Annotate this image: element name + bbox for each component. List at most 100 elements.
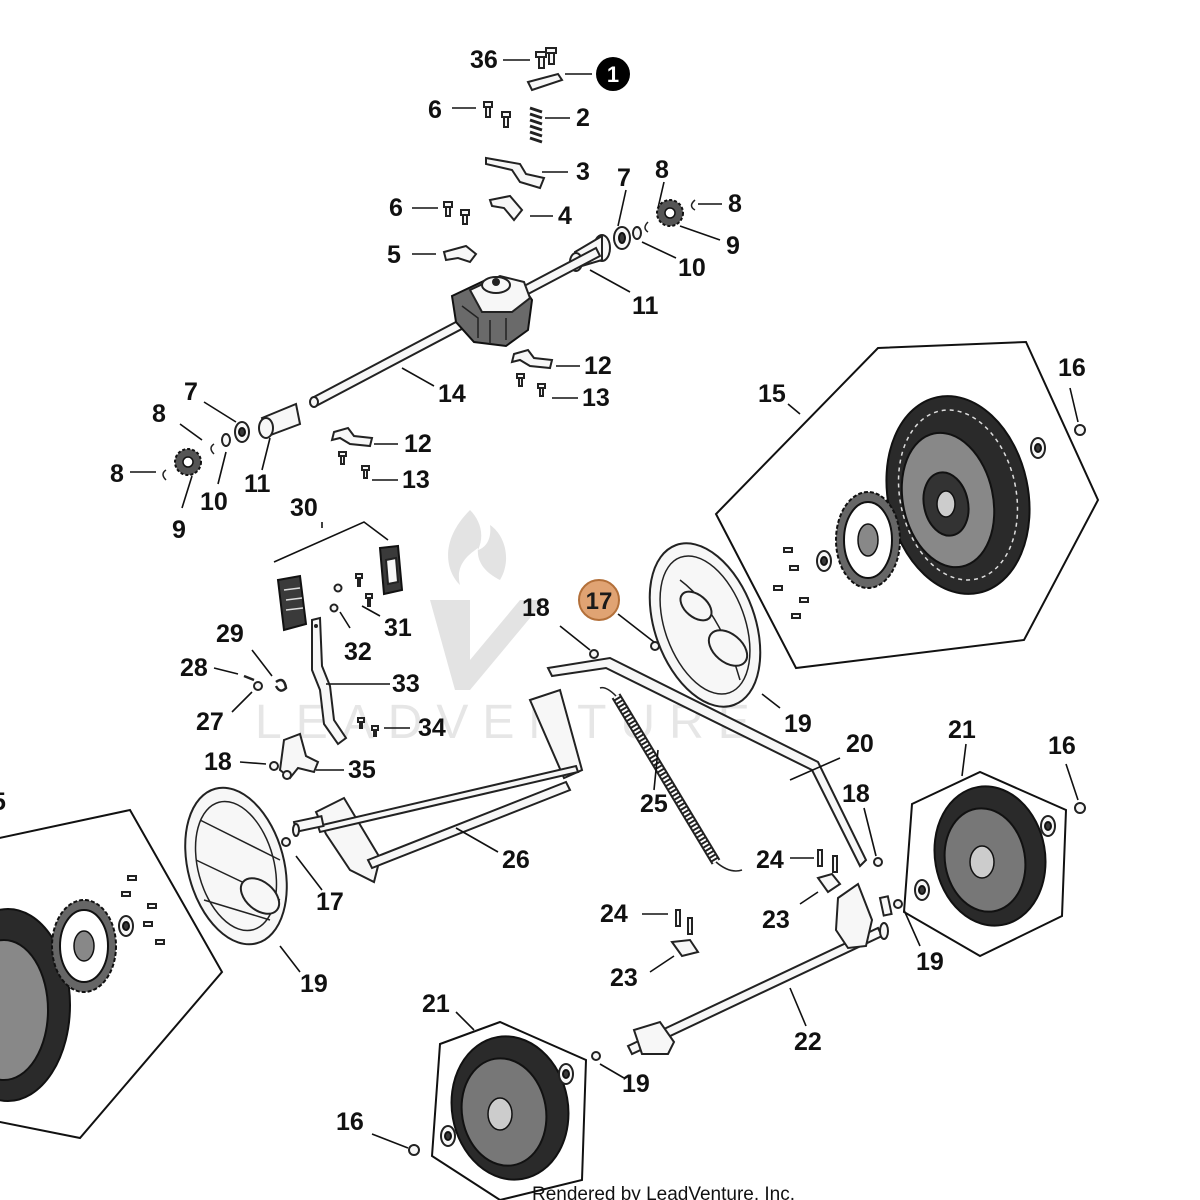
callout-11[interactable]: 11 [632, 292, 659, 320]
callout-27[interactable]: 27 [196, 708, 224, 736]
callout-12[interactable]: 12 [404, 430, 432, 458]
callout-8[interactable]: 8 [152, 400, 166, 428]
note-marker-label: 1 [607, 62, 619, 87]
callout-30[interactable]: 30 [290, 494, 318, 522]
callout-9[interactable]: 9 [726, 232, 740, 260]
screw-icon [535, 47, 557, 69]
highlighted-callout-17[interactable]: 17 [578, 579, 620, 621]
screw-icon [516, 373, 525, 387]
callout-2[interactable]: 2 [576, 104, 590, 132]
callout-14[interactable]: 14 [438, 380, 466, 408]
callout-6[interactable]: 6 [428, 96, 442, 124]
note-marker[interactable]: 1 [596, 57, 630, 91]
washer-icon [221, 433, 231, 447]
callout-33[interactable]: 33 [392, 670, 420, 698]
callout-18[interactable]: 18 [842, 780, 870, 808]
bearing-icon [234, 421, 250, 443]
callout-16[interactable]: 16 [1048, 732, 1076, 760]
callout-25[interactable]: 25 [640, 790, 668, 818]
washer-icon [281, 837, 291, 847]
callout-5[interactable]: 5 [387, 241, 401, 269]
callout-10[interactable]: 10 [678, 254, 706, 282]
callout-17[interactable]: 17 [316, 888, 344, 916]
screw-icon [361, 465, 370, 479]
callout-34[interactable]: 34 [418, 714, 446, 742]
callout-15[interactable]: 15 [758, 380, 786, 408]
callout-22[interactable]: 22 [794, 1028, 822, 1056]
callout-19[interactable]: 19 [916, 948, 944, 976]
screw-icon [675, 909, 693, 935]
callout-10[interactable]: 10 [200, 488, 228, 516]
callout-19[interactable]: 19 [622, 1070, 650, 1098]
screw-icon [338, 451, 347, 465]
rear-wheel-icon [885, 395, 1031, 595]
callout-23[interactable]: 23 [610, 964, 638, 992]
nut-icon [873, 857, 883, 867]
watermark-logo [430, 510, 545, 690]
bearing-icon [440, 1125, 456, 1147]
callout-32[interactable]: 32 [344, 638, 372, 666]
callout-31[interactable]: 31 [384, 614, 412, 642]
clip-icon [644, 221, 649, 233]
clip-icon [162, 469, 167, 481]
callout-29[interactable]: 29 [216, 620, 244, 648]
callout-18[interactable]: 18 [204, 748, 232, 776]
screw-icon [483, 101, 493, 118]
callout-35[interactable]: 35 [348, 756, 376, 784]
callout-24[interactable]: 24 [756, 846, 784, 874]
nut-icon [1074, 802, 1086, 814]
nut-icon [269, 761, 279, 771]
callout-26[interactable]: 26 [502, 846, 530, 874]
callout-16[interactable]: 16 [336, 1108, 364, 1136]
callout-8[interactable]: 8 [110, 460, 124, 488]
callout-13[interactable]: 13 [402, 466, 430, 494]
bracket-icon [330, 426, 374, 448]
screw-icon [357, 717, 365, 729]
callout-21[interactable]: 21 [422, 990, 450, 1018]
callout-3[interactable]: 3 [576, 158, 590, 186]
callout-28[interactable]: 28 [180, 654, 208, 682]
axle-stub-icon [292, 814, 325, 837]
callout-16[interactable]: 16 [1058, 354, 1086, 382]
callout-23[interactable]: 23 [762, 906, 790, 934]
callout-36[interactable]: 36 [470, 46, 498, 74]
washer-icon [329, 603, 339, 613]
callout-19[interactable]: 19 [300, 970, 328, 998]
bearing-icon [1030, 437, 1046, 459]
callout-4[interactable]: 4 [558, 202, 572, 230]
callout-18[interactable]: 18 [522, 594, 550, 622]
callout-6[interactable]: 6 [389, 194, 403, 222]
transmission-icon [450, 274, 534, 348]
callout-8[interactable]: 8 [728, 190, 742, 218]
screw-icon [121, 875, 165, 945]
nut-icon [408, 1144, 420, 1156]
callout-11[interactable]: 11 [244, 470, 271, 498]
bracket-icon [510, 348, 554, 370]
rear-axle-bracket-icon [314, 688, 584, 884]
callout-21[interactable]: 21 [948, 716, 976, 744]
clip-icon [210, 443, 215, 455]
callout-8[interactable]: 8 [655, 156, 669, 184]
screw-icon [537, 383, 546, 397]
front-axle-icon [626, 882, 893, 1056]
callout-20[interactable]: 20 [846, 730, 874, 758]
callout-19[interactable]: 19 [784, 710, 812, 738]
callout-24[interactable]: 24 [600, 900, 628, 928]
callout-5[interactable]: 5 [0, 788, 6, 816]
callout-7[interactable]: 7 [617, 164, 631, 192]
screw-icon [817, 849, 838, 873]
callout-9[interactable]: 9 [172, 516, 186, 544]
highlighted-callout-label: 17 [586, 588, 613, 615]
callout-7[interactable]: 7 [184, 378, 198, 406]
gear-icon [656, 199, 684, 227]
control-lever-icon [311, 616, 348, 746]
drive-gear-icon [51, 899, 117, 993]
callout-13[interactable]: 13 [582, 384, 610, 412]
nut-icon [1074, 424, 1086, 436]
height-bracket-icon [816, 872, 842, 894]
bearing-icon [613, 226, 631, 250]
callout-12[interactable]: 12 [584, 352, 612, 380]
spring-icon [529, 106, 543, 144]
pin-icon [243, 674, 255, 682]
